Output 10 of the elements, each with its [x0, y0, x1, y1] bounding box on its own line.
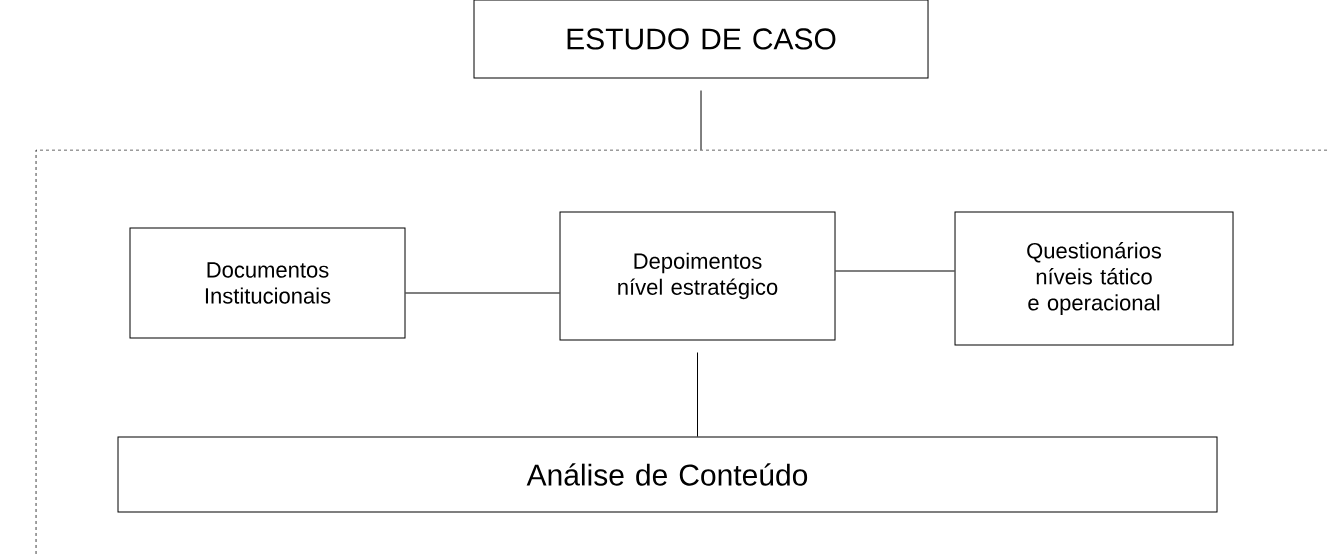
analysis-box: Análise de Conteúdo [117, 436, 1218, 513]
source-box: Questionários níveis tático e operacional [954, 211, 1234, 346]
case-study-box: ESTUDO DE CASO [473, 0, 929, 79]
source-box: Depoimentos nível estratégico [559, 211, 836, 341]
source-box: Documentos Institucionais [129, 227, 406, 339]
connector-line [697, 352, 698, 437]
connector-line [835, 270, 955, 272]
dashed-region [35, 149, 1329, 554]
connector-line [405, 292, 560, 294]
connector-line [700, 90, 702, 151]
